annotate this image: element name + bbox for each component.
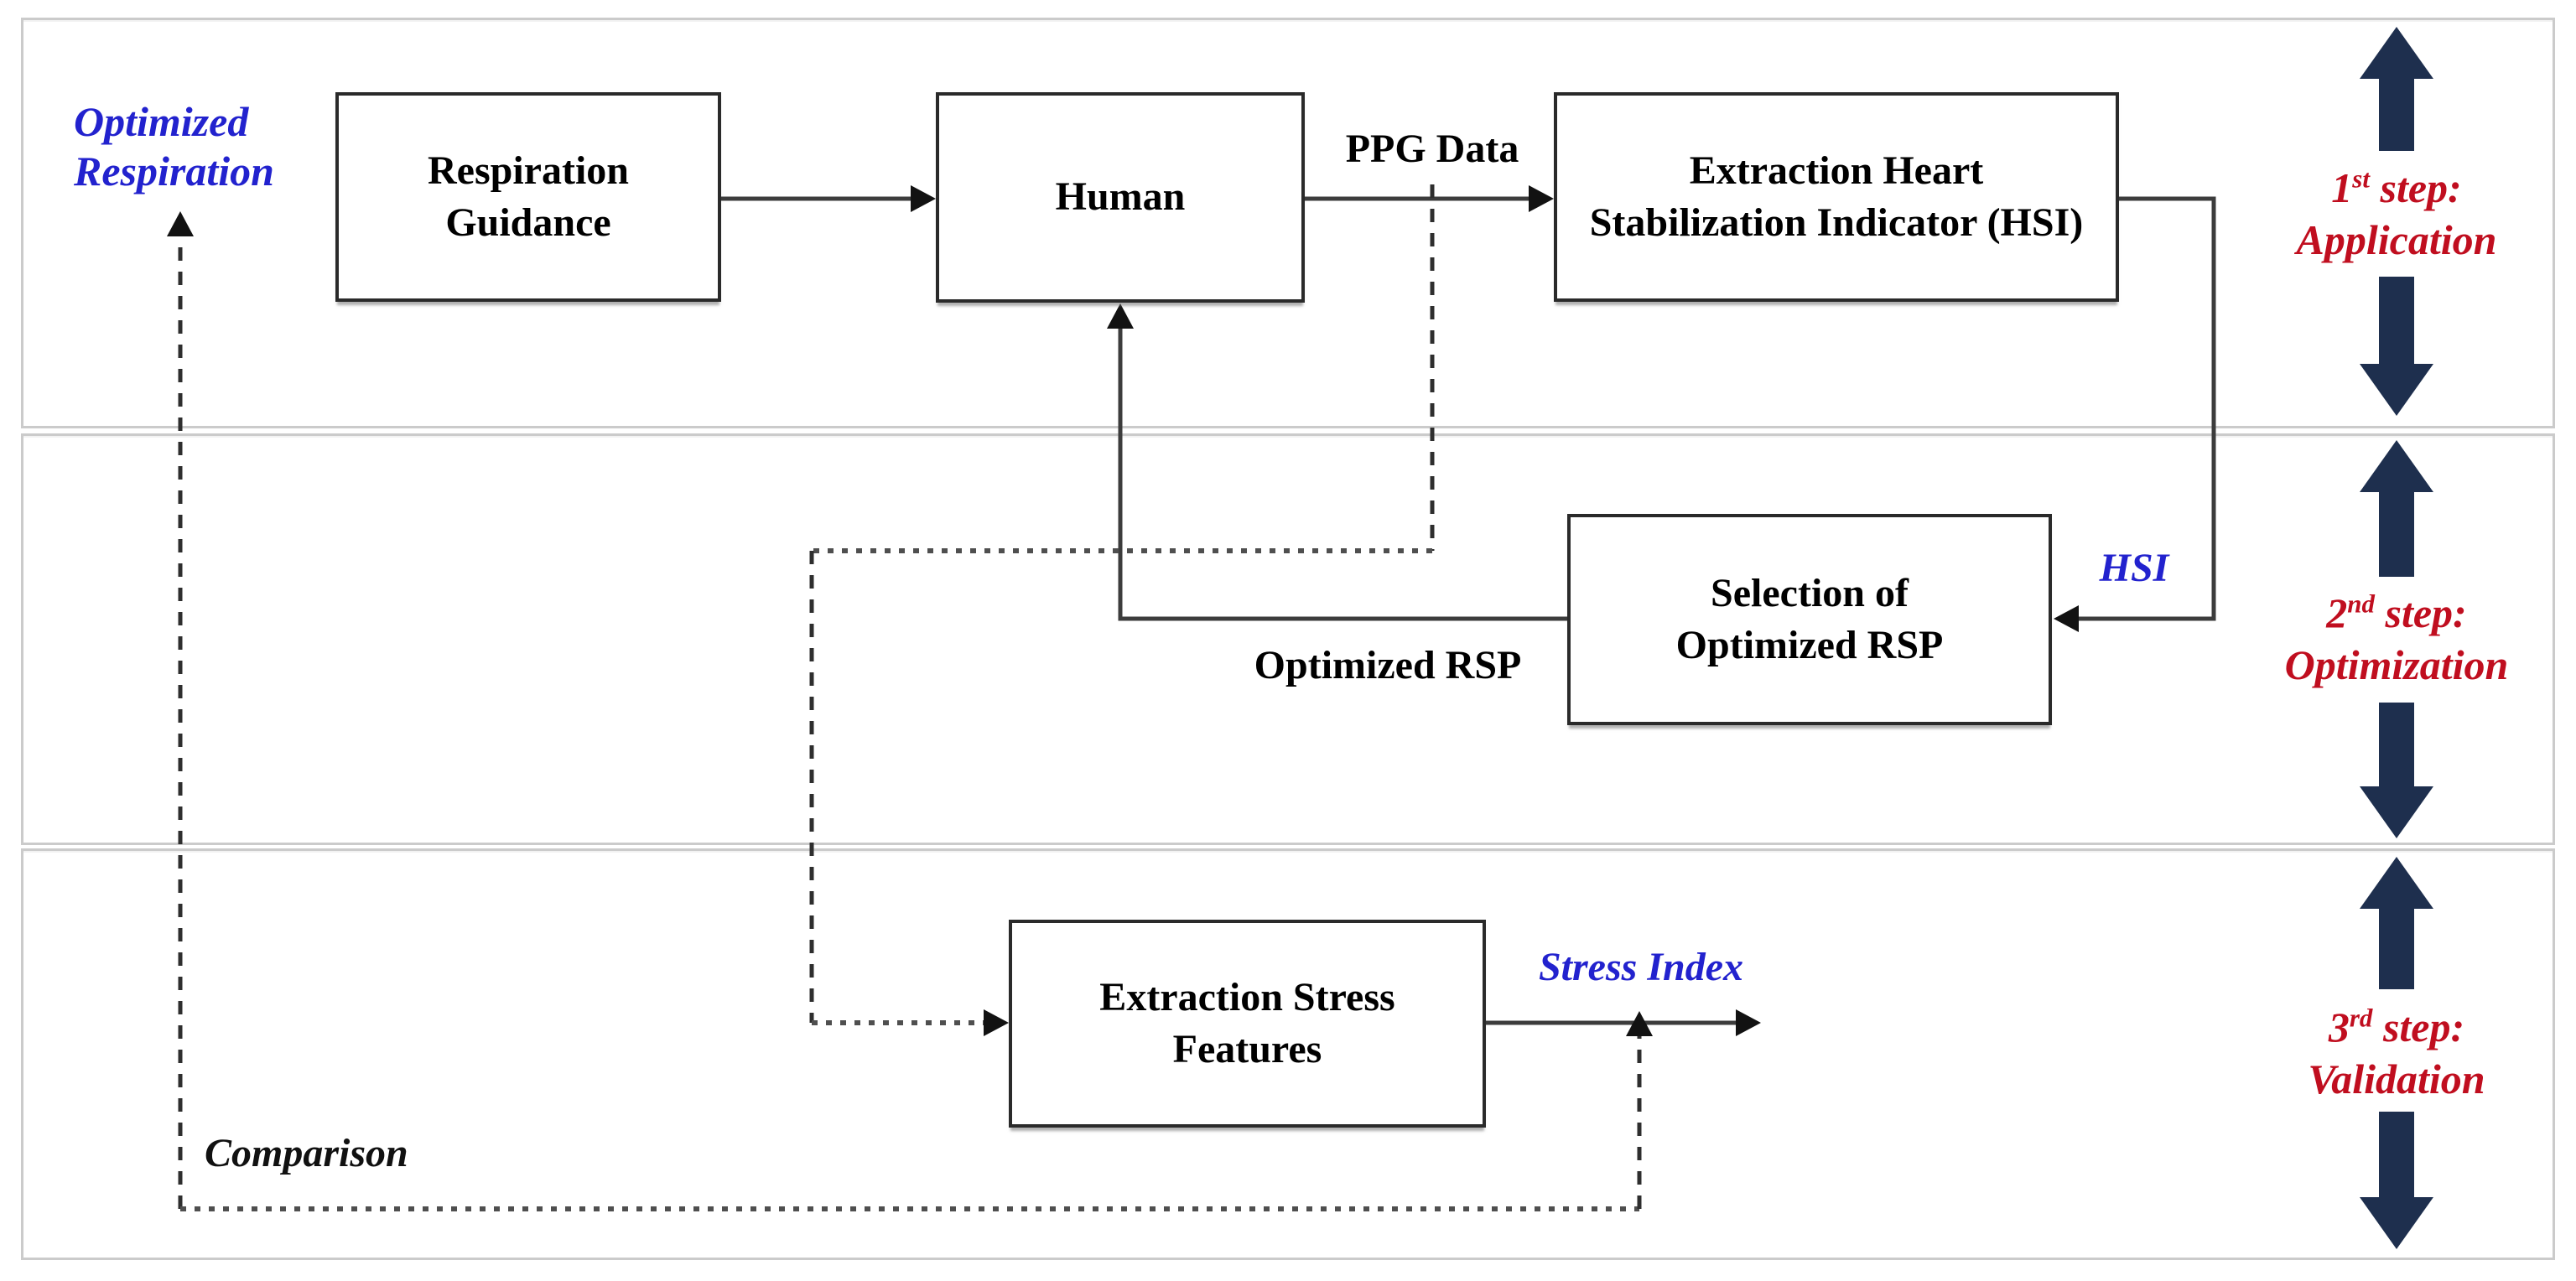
- step2-up-arrow-icon: [2360, 440, 2433, 577]
- box-selection-rsp-label: Selection of Optimized RSP: [1675, 570, 1944, 667]
- step3-down-arrow-icon: [2360, 1112, 2433, 1249]
- step1-label-line1: 1st step:: [2331, 163, 2462, 211]
- ppg-data-label: PPG Data: [1345, 127, 1519, 171]
- optimized-respiration-label: Optimized Respiration: [74, 98, 274, 194]
- box-extraction-stress-label: Extraction Stress Features: [1099, 974, 1395, 1071]
- optimized-rsp-label: Optimized RSP: [1254, 643, 1522, 687]
- step3-up-arrow-icon: [2360, 857, 2433, 989]
- band-step2-optimization: [21, 433, 2555, 845]
- arrowhead-into-selection-right: [2054, 605, 2079, 632]
- box-extraction-hsi-label: Extraction Heart Stabilization Indicator…: [1589, 148, 2084, 245]
- step2-down-arrow-icon: [2360, 703, 2433, 838]
- step2-label-line1: 2nd step:: [2326, 589, 2467, 636]
- arrowhead-to-optimized-respiration: [167, 211, 194, 236]
- stress-index-label: Stress Index: [1538, 945, 1744, 989]
- arrowhead-into-hsi-left: [1529, 185, 1554, 212]
- step2-label: 2nd step: Optimization: [2229, 587, 2564, 691]
- box-extraction-stress: Extraction Stress Features: [1009, 920, 1486, 1128]
- arrow-hsi-to-selection-line: [2079, 196, 2216, 621]
- box-extraction-hsi: Extraction Heart Stabilization Indicator…: [1554, 92, 2119, 302]
- arrowhead-to-stress-index-line: [1626, 1011, 1653, 1036]
- hsi-label: HSI: [2099, 546, 2169, 590]
- step1-up-arrow-icon: [2360, 27, 2433, 151]
- box-respiration-guidance: Respiration Guidance: [335, 92, 721, 302]
- box-human-label: Human: [1055, 174, 1186, 220]
- step1-down-arrow-icon: [2360, 277, 2433, 416]
- step2-label-line2: Optimization: [2284, 641, 2509, 688]
- step3-label-line2: Validation: [2308, 1055, 2485, 1102]
- comparison-label: Comparison: [205, 1131, 408, 1175]
- box-respiration-guidance-label: Respiration Guidance: [428, 148, 629, 245]
- arrowhead-stress-output: [1736, 1009, 1761, 1036]
- box-human: Human: [936, 92, 1305, 303]
- box-selection-rsp: Selection of Optimized RSP: [1567, 514, 2052, 725]
- arrow-selection-to-human-line: [1118, 327, 1567, 621]
- arrowhead-into-stress-box: [984, 1009, 1009, 1036]
- step1-label: 1st step: Application: [2229, 162, 2564, 266]
- arrowhead-into-human-bottom: [1107, 303, 1134, 329]
- step3-label: 3rd step: Validation: [2229, 1001, 2564, 1105]
- arrowhead-into-human-left: [911, 185, 936, 212]
- step1-label-line2: Application: [2296, 216, 2497, 263]
- step3-label-line1: 3rd step:: [2328, 1003, 2465, 1050]
